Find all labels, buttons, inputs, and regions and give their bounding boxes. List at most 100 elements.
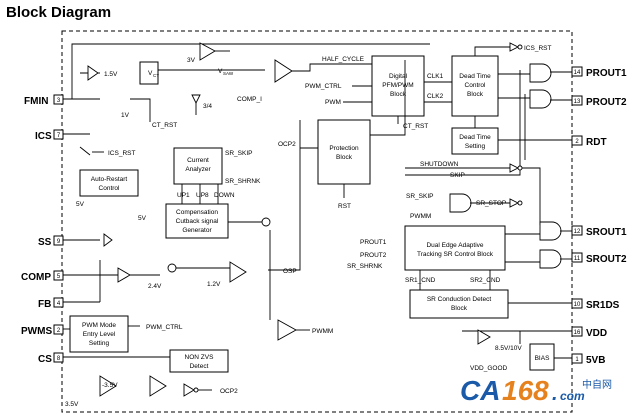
skip-label: SKIP — [450, 172, 465, 179]
svg-text:PFM/PWM: PFM/PWM — [382, 82, 413, 89]
pwm-label: PWM — [325, 99, 341, 106]
pin-srout1[interactable]: 12 SROUT1 — [571, 225, 627, 238]
auto-restart-control-block: Auto-Restart Control — [79, 169, 139, 197]
sr-shrnk2-label: SR_SHRNK — [347, 263, 383, 270]
prout1-in-label: PROUT1 — [360, 239, 387, 246]
svg-text:SS: SS — [38, 237, 52, 248]
svg-text:11: 11 — [574, 256, 581, 262]
up8-label: UP8 — [196, 192, 209, 199]
svg-text:COMP: COMP — [21, 272, 51, 283]
svg-text:SROUT1: SROUT1 — [586, 227, 627, 238]
svg-text:ICS_RST: ICS_RST — [108, 150, 135, 157]
pin-cs[interactable]: CS 8 — [38, 352, 64, 365]
pin-prout2[interactable]: 13 PROUT2 — [571, 95, 627, 108]
clk2-label: CLK2 — [427, 93, 444, 100]
svg-text:CS: CS — [38, 354, 52, 365]
cs-section: -3.5V 3.5V OCP2 — [63, 356, 238, 408]
ocp2-label: OCP2 — [278, 141, 296, 148]
svg-text:Control: Control — [99, 185, 121, 192]
sr2-cnd-label: SR2_CND — [470, 277, 501, 284]
svg-text:13: 13 — [574, 99, 581, 105]
pin-pwms[interactable]: PWMS 2 — [21, 324, 64, 337]
svg-text:5V: 5V — [138, 215, 147, 222]
svg-text:1: 1 — [575, 357, 579, 363]
svg-text:14: 14 — [574, 70, 581, 76]
svg-text:Analyzer: Analyzer — [185, 166, 211, 173]
ics-rst-top-label: ICS_RST — [524, 45, 551, 52]
pin-comp[interactable]: COMP 5 — [21, 270, 64, 283]
svg-text:VDD: VDD — [586, 328, 607, 339]
svg-text:PWM Mode: PWM Mode — [82, 322, 116, 329]
pin-sr1ds[interactable]: 10 SR1DS — [571, 298, 620, 311]
pwm-ctrl-bot-label: PWM_CTRL — [146, 324, 183, 331]
svg-text:PROUT2: PROUT2 — [586, 97, 627, 108]
svg-text:2: 2 — [575, 139, 579, 145]
dual-edge-sr-control-block: Dual Edge Adaptive Tracking SR Control B… — [404, 225, 506, 271]
ct-rst-top-label: CT_RST — [403, 123, 428, 130]
svg-text:.: . — [552, 383, 558, 405]
svg-text:1.2V: 1.2V — [207, 281, 221, 288]
dead-time-setting-block: Dead Time Setting — [451, 127, 499, 155]
pin-rdt[interactable]: 2 RDT — [571, 135, 607, 148]
compensation-cutback-generator-block: Compensation Cutback signal Generator — [165, 203, 229, 239]
svg-text:Block: Block — [390, 91, 407, 98]
pin-srout2[interactable]: 11 SROUT2 — [571, 252, 627, 265]
oscillator-section: 1.5V V CT 1V CT_RST V SAW 3V 3/4 COMP_I … — [63, 42, 430, 129]
svg-text:Detect: Detect — [190, 363, 209, 370]
ics-section: ICS_RST — [63, 133, 135, 157]
svg-text:SROUT2: SROUT2 — [586, 254, 627, 265]
svg-text:CT: CT — [153, 73, 159, 78]
diagram-title: Block Diagram — [6, 4, 112, 21]
pin-prout1[interactable]: 14 PROUT1 — [571, 66, 627, 79]
dead-time-control-block: Dead Time Control Block — [451, 55, 499, 117]
svg-text:V: V — [148, 70, 153, 77]
svg-text:Setting: Setting — [89, 340, 110, 347]
svg-text:NON ZVS: NON ZVS — [185, 354, 215, 361]
svg-text:Dead Time: Dead Time — [459, 73, 491, 80]
pin-vdd[interactable]: 16 VDD — [571, 326, 607, 339]
svg-text:Dead Time: Dead Time — [459, 134, 491, 141]
svg-text:PWMS: PWMS — [21, 326, 52, 337]
svg-text:4: 4 — [57, 301, 61, 307]
svg-text:Generator: Generator — [182, 227, 212, 234]
svg-text:V: V — [218, 68, 223, 75]
bias-section: 8.5V/10V BIAS VDD_GOOD — [462, 329, 572, 372]
prout-gates — [405, 63, 572, 176]
svg-text:HALF_CYCLE: HALF_CYCLE — [322, 56, 365, 63]
osp-label: OSP — [283, 268, 297, 275]
shutdown-label: SHUTDOWN — [420, 161, 459, 168]
pwmm-comparator — [277, 319, 297, 341]
svg-text:中自网: 中自网 — [582, 378, 612, 391]
svg-text:VDD_GOOD: VDD_GOOD — [470, 365, 508, 372]
svg-text:Digital: Digital — [389, 73, 408, 80]
svg-text:Cutback signal: Cutback signal — [176, 218, 219, 225]
pin-ics[interactable]: ICS 7 — [35, 129, 64, 142]
pin-fb[interactable]: FB 4 — [38, 297, 64, 310]
svg-text:-3.5V: -3.5V — [102, 382, 118, 389]
svg-text:FB: FB — [38, 299, 51, 310]
svg-text:ICS: ICS — [35, 131, 52, 142]
prout2-in-label: PROUT2 — [360, 252, 387, 259]
pin-ss[interactable]: SS 9 — [38, 235, 64, 248]
svg-text:CT_RST: CT_RST — [152, 122, 177, 129]
svg-text:FMIN: FMIN — [24, 96, 48, 107]
svg-text:1.5V: 1.5V — [104, 71, 118, 78]
svg-text:COMP_I: COMP_I — [237, 96, 262, 103]
pin-5vb[interactable]: 1 5VB — [571, 353, 605, 366]
svg-text:8.5V/10V: 8.5V/10V — [495, 345, 522, 352]
rst-label: RST — [338, 203, 351, 210]
svg-text:Block: Block — [451, 305, 468, 312]
svg-text:5: 5 — [57, 274, 61, 280]
svg-text:2.4V: 2.4V — [148, 283, 162, 290]
svg-text:10: 10 — [574, 302, 581, 308]
up1-label: UP1 — [177, 192, 190, 199]
svg-text:3V: 3V — [187, 57, 196, 64]
sr-skip2-label: SR_SKIP — [406, 193, 433, 200]
svg-text:3.5V: 3.5V — [65, 401, 79, 408]
svg-text:2: 2 — [57, 328, 61, 334]
protection-block: Protection Block — [317, 119, 371, 185]
pin-fmin[interactable]: FMIN 3 — [24, 94, 64, 107]
pwm-mode-entry-block: PWM Mode Entry Level Setting — [69, 315, 129, 353]
svg-text:Entry Level: Entry Level — [83, 331, 116, 338]
